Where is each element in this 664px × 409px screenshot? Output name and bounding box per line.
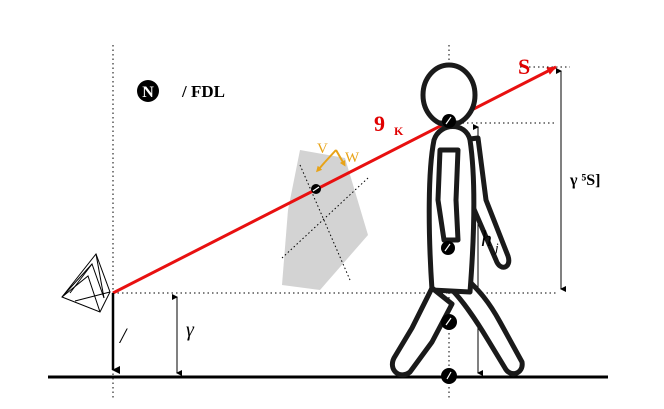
- view-ray: [112, 65, 557, 295]
- joint-points: [441, 114, 457, 384]
- joint-hip: [441, 241, 455, 255]
- joint-height-sub: j: [493, 240, 499, 255]
- joint-height-label: h: [481, 226, 492, 251]
- legend-marker-circle: [137, 80, 159, 102]
- joint-knee: [441, 314, 457, 330]
- ray-end-label: S: [518, 54, 530, 79]
- plane-v-arrow: [316, 161, 326, 173]
- joint-head: [442, 114, 456, 128]
- plane-axis-2: [299, 164, 351, 281]
- camera-height-symbol: /: [118, 323, 128, 348]
- camera-height-gamma: γ: [186, 319, 195, 341]
- height-diff-label: γ ⁵S]: [569, 172, 601, 189]
- plane-w-label: W: [345, 150, 360, 166]
- ray-label-sub: K: [394, 124, 404, 138]
- image-plane: [282, 150, 368, 290]
- ray-label: 9: [374, 111, 385, 136]
- legend-text: / FDL: [181, 82, 225, 101]
- plane-w-arrow: [335, 149, 346, 167]
- camera-icon: [61, 252, 111, 313]
- plane-v-stem: [324, 149, 337, 163]
- legend-marker-letter: N: [142, 84, 154, 101]
- pedestrian-figure: [390, 62, 525, 378]
- plane-center-mark: [312, 186, 320, 192]
- plane-v-label: V: [317, 141, 328, 157]
